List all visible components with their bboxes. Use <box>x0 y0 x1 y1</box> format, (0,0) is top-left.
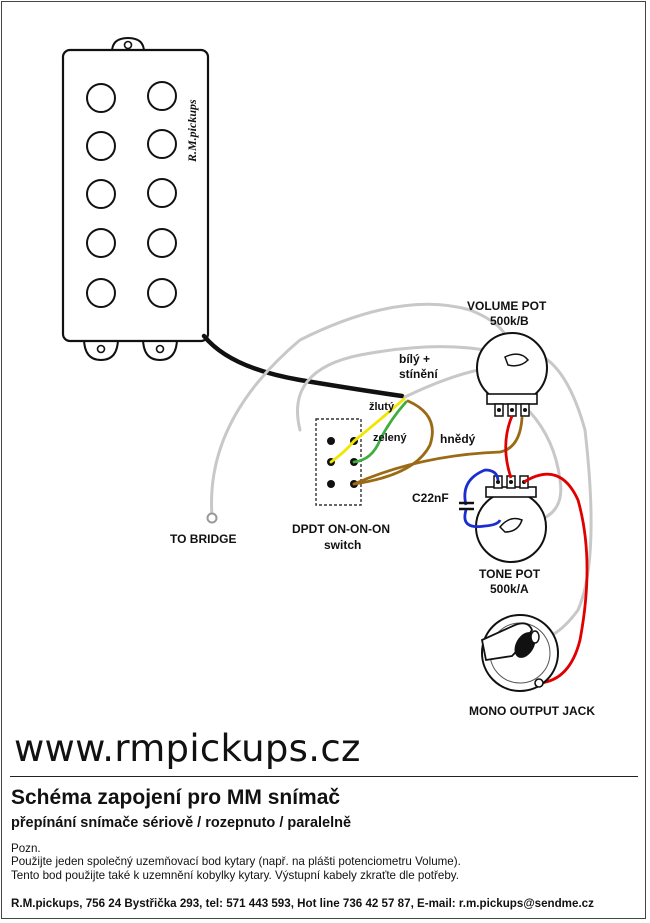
pickup-top-screw-hole <box>123 40 133 50</box>
tone-pot-value: 500k/A <box>490 582 529 596</box>
brown-wire-1 <box>352 399 434 486</box>
wire-label-shield: stínění <box>399 367 438 381</box>
volume-pot-bracket <box>486 393 538 405</box>
page-title: Schéma zapojení pro MM snímač <box>11 786 341 809</box>
switch-type-label: switch <box>324 538 362 552</box>
pickup-body <box>61 48 210 343</box>
volume-pot-label: VOLUME POT <box>467 299 547 313</box>
volume-pot-value: 500k/B <box>490 314 529 328</box>
red-wire-output <box>523 472 589 685</box>
bridge-label: TO BRIDGE <box>170 532 237 546</box>
note-line-1: Použijte jeden společný uzemňovací bod k… <box>11 855 461 868</box>
page-subtitle: přepínání snímače sériově / rozepnuto / … <box>11 815 352 831</box>
footer-divider <box>10 776 638 777</box>
jack-sleeve <box>514 632 536 658</box>
wire-label-white: bílý + <box>399 352 431 366</box>
website-url[interactable]: www.rmpickups.cz <box>14 727 361 770</box>
tone-pot <box>475 475 547 563</box>
pickup-left-screw-hole <box>96 344 106 354</box>
pole-pieces <box>86 81 177 308</box>
contact-line: R.M.pickups, 756 24 Bystřička 293, tel: … <box>11 897 594 910</box>
tone-pot-label: TONE POT <box>479 567 541 581</box>
pickup-brand: R.M.pickups <box>185 99 199 163</box>
ground-loop-wire <box>296 345 497 432</box>
tone-solder-blob <box>498 517 523 533</box>
cap-lead-bottom <box>463 509 502 529</box>
cap-lead-top <box>463 468 500 506</box>
switch-label: DPDT ON-ON-ON <box>292 522 390 536</box>
note-line-2: Tento bod použijte také k uzemnění kobyl… <box>11 869 459 882</box>
note-heading: Pozn. <box>11 842 41 855</box>
brown-wire-2 <box>352 416 524 486</box>
volume-pot <box>476 332 548 417</box>
volume-solder-blob <box>504 353 530 367</box>
bridge-ground-wire <box>210 302 510 518</box>
output-jack <box>480 614 559 692</box>
tone-ground-wire <box>528 410 563 522</box>
capacitor-label: C22nF <box>412 491 449 505</box>
jack-ground-lug <box>530 630 540 644</box>
pickup-cable <box>201 333 405 399</box>
red-wire-vol-tone <box>504 415 514 479</box>
mm-pickup: R.M.pickups <box>61 36 210 362</box>
jack-label: MONO OUTPUT JACK <box>469 704 595 718</box>
wire-label-yellow: žlutý <box>369 401 395 413</box>
wire-label-green: zelený <box>373 432 407 444</box>
pickup-right-screw-hole <box>155 344 165 354</box>
volume-pot-body <box>476 332 548 404</box>
green-wire <box>352 400 408 464</box>
jack-tip-lug <box>534 678 544 688</box>
yellow-wire <box>329 397 406 464</box>
ground-wires <box>210 302 593 642</box>
bridge-terminal <box>206 512 218 524</box>
jack-ground-wire <box>508 349 593 642</box>
jack-tip-spring <box>480 622 534 662</box>
wire-label-brown: hnědý <box>440 432 476 446</box>
capacitor <box>459 468 502 529</box>
